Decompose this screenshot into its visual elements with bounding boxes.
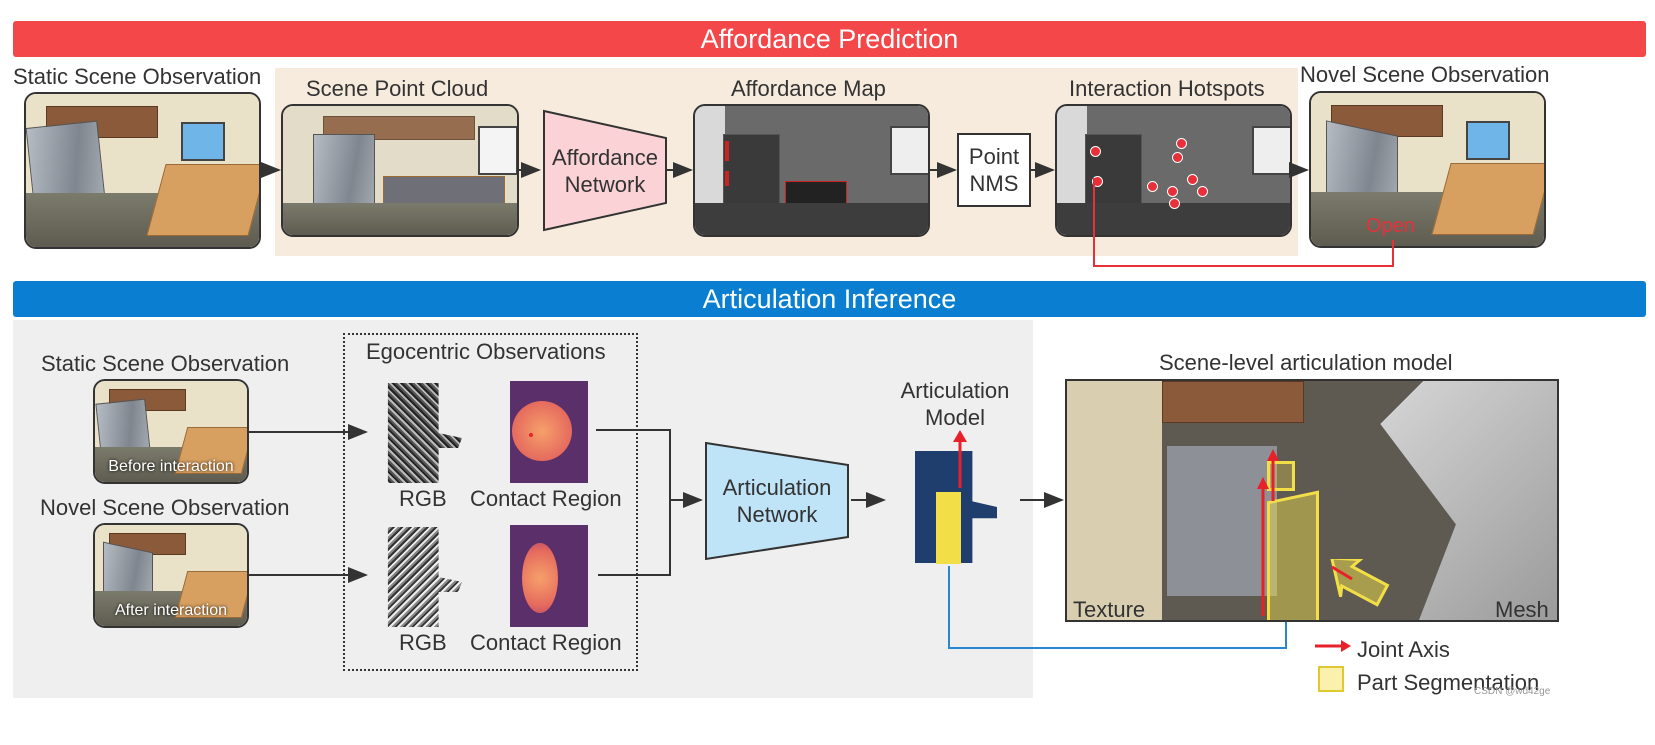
scene-level-model-label: Scene-level articulation model bbox=[1159, 350, 1453, 375]
open-label: Open bbox=[1366, 215, 1415, 237]
articulation-inference-banner: Articulation Inference bbox=[13, 281, 1646, 317]
texture-label: Texture bbox=[1073, 597, 1146, 622]
hotspot-dot bbox=[1169, 198, 1180, 209]
articulation-network-label: Articulation Network bbox=[722, 475, 832, 527]
articulation-network-shape bbox=[705, 441, 849, 561]
egocentric-observations-box bbox=[343, 333, 638, 671]
legend-part-segmentation: Part Segmentation bbox=[1357, 670, 1540, 695]
legend-joint-axis: Joint Axis bbox=[1357, 637, 1450, 662]
scene-push-arrow bbox=[1329, 559, 1390, 607]
egocentric-observations-label: Egocentric Observations bbox=[366, 339, 606, 364]
hotspot-dot bbox=[1167, 186, 1178, 197]
point-nms-box: Point NMS bbox=[957, 133, 1031, 207]
scene-level-model-image: Texture Mesh bbox=[1065, 379, 1559, 622]
contact-region-pointcloud-1 bbox=[510, 381, 588, 483]
novel-scene-image-top: Open bbox=[1309, 91, 1546, 248]
rgb-label-2: RGB bbox=[399, 630, 447, 655]
affordance-network-shape bbox=[543, 109, 667, 232]
affordance-network-label: Affordance Network bbox=[551, 145, 658, 197]
bottom-arrows bbox=[249, 424, 1287, 649]
scene-point-cloud-image bbox=[281, 104, 519, 237]
hotspot-dot bbox=[1090, 146, 1101, 157]
yellow-square-icon bbox=[1318, 666, 1344, 692]
contact-region-label-1: Contact Region bbox=[470, 486, 622, 511]
static-scene-image-bottom: Before interaction bbox=[93, 379, 249, 484]
affordance-map-image bbox=[693, 104, 930, 237]
affordance-map-label: Affordance Map bbox=[731, 76, 886, 101]
novel-scene-label-bottom: Novel Scene Observation bbox=[40, 495, 290, 520]
contact-region-label-2: Contact Region bbox=[470, 630, 622, 655]
articulation-axis-arrow bbox=[953, 430, 967, 488]
top-arrows bbox=[261, 162, 1394, 267]
hotspot-dot bbox=[1176, 138, 1187, 149]
affordance-prediction-banner: Affordance Prediction bbox=[13, 21, 1646, 57]
articulation-part-segmentation bbox=[936, 492, 961, 564]
watermark: CSDN @wd42ge bbox=[1474, 686, 1551, 697]
hotspot-dot bbox=[1197, 186, 1208, 197]
hotspot-dot bbox=[1187, 174, 1198, 185]
hotspot-dot bbox=[1092, 176, 1103, 187]
red-arrow-icon bbox=[1315, 640, 1351, 652]
interaction-hotspots-label: Interaction Hotspots bbox=[1069, 76, 1265, 101]
articulation-model-label: Articulation Model bbox=[900, 378, 1010, 430]
static-scene-label-bottom: Static Scene Observation bbox=[41, 351, 290, 376]
hotspot-dot bbox=[1147, 181, 1158, 192]
mesh-label: Mesh bbox=[1495, 597, 1549, 622]
rgb-label-1: RGB bbox=[399, 486, 447, 511]
scene-axis-arrows bbox=[1257, 449, 1279, 616]
before-interaction-caption: Before interaction bbox=[108, 458, 234, 475]
novel-scene-label-top: Novel Scene Observation bbox=[1300, 62, 1550, 87]
after-interaction-caption: After interaction bbox=[114, 602, 228, 619]
static-scene-label-top: Static Scene Observation bbox=[13, 64, 262, 89]
novel-scene-image-bottom: After interaction bbox=[93, 523, 249, 628]
hotspot-dot bbox=[1172, 152, 1183, 163]
scene-point-cloud-label: Scene Point Cloud bbox=[306, 76, 489, 101]
static-scene-image-top bbox=[24, 92, 261, 249]
contact-region-pointcloud-2 bbox=[510, 525, 588, 627]
